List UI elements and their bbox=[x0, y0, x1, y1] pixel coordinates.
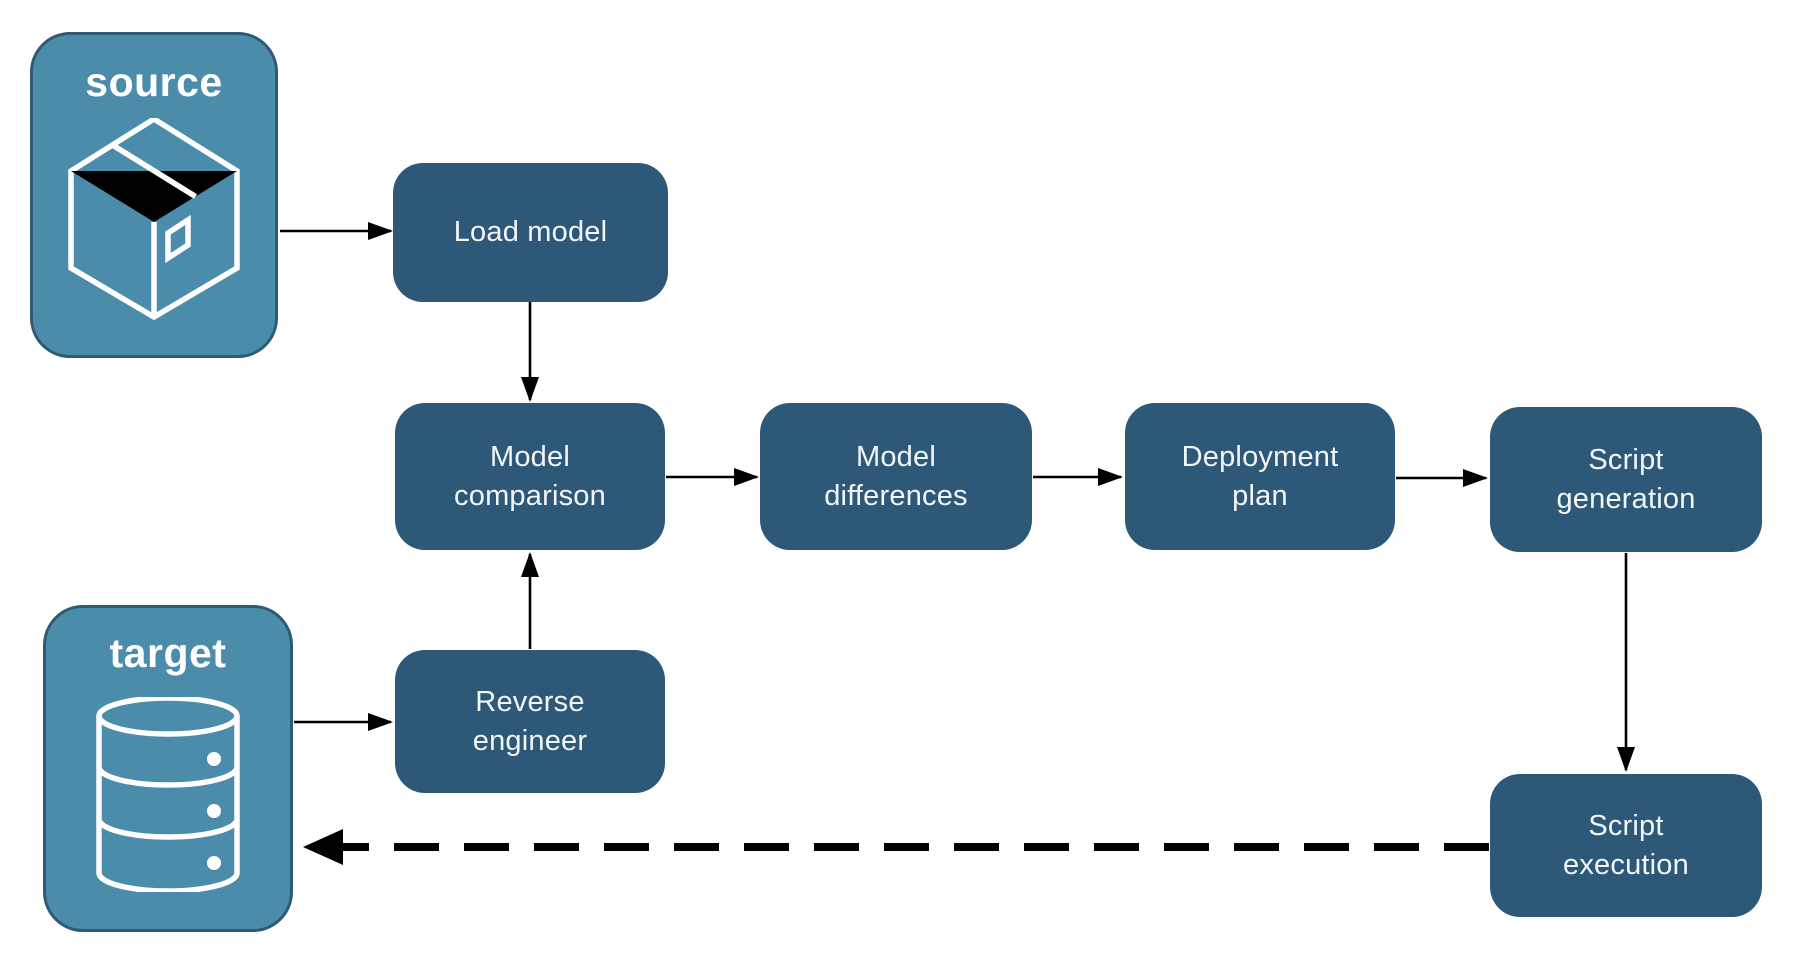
node-model-comparison-label: Model comparison bbox=[454, 441, 606, 512]
node-load-model: Load model bbox=[393, 163, 668, 302]
target-label: target bbox=[109, 630, 227, 676]
node-script-execution: Script execution bbox=[1490, 774, 1762, 917]
node-script-execution-label: Script execution bbox=[1563, 810, 1689, 881]
package-icon bbox=[68, 118, 240, 320]
node-script-generation: Script generation bbox=[1490, 407, 1762, 552]
node-deployment-plan: Deployment plan bbox=[1125, 403, 1395, 550]
endpoint-target: target bbox=[43, 605, 293, 932]
node-script-generation-label: Script generation bbox=[1556, 444, 1696, 515]
node-model-comparison: Model comparison bbox=[395, 403, 665, 550]
endpoint-source: source bbox=[30, 32, 278, 358]
node-reverse-engineer: Reverse engineer bbox=[395, 650, 665, 793]
node-model-differences: Model differences bbox=[760, 403, 1032, 550]
node-deployment-plan-label: Deployment plan bbox=[1181, 441, 1339, 512]
source-label: source bbox=[85, 59, 223, 105]
database-icon bbox=[96, 697, 240, 892]
node-model-differences-label: Model differences bbox=[824, 441, 968, 512]
node-reverse-engineer-label: Reverse engineer bbox=[472, 686, 588, 757]
node-load-model-label: Load model bbox=[453, 216, 608, 249]
